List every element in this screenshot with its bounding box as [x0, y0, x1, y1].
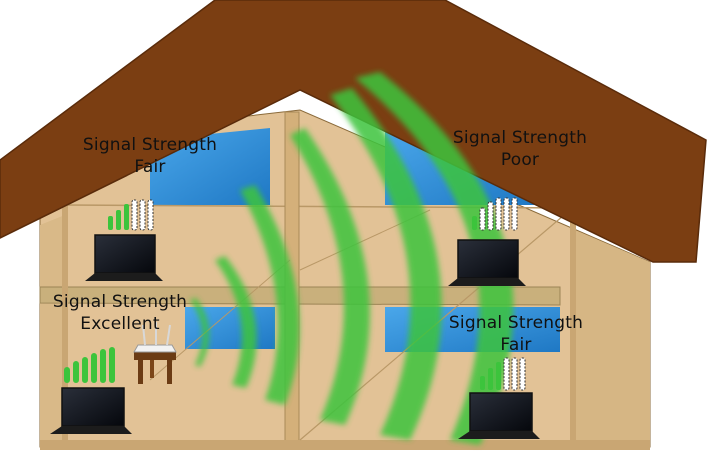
label-strength: Excellent [80, 314, 160, 334]
roof [0, 0, 707, 263]
left-post [62, 205, 68, 440]
right-post [570, 208, 576, 440]
laptop-icon [85, 234, 163, 281]
signal-bars-icon [472, 197, 518, 231]
laptop-icon [448, 239, 526, 286]
label-upper-right: Signal Strength Poor [440, 127, 600, 171]
interior-side-wall [575, 230, 650, 447]
label-title: Signal Strength [52, 292, 188, 312]
label-lower-right: Signal Strength Fair [436, 312, 596, 356]
label-title: Signal Strength [82, 135, 218, 155]
signal-bars-icon [480, 357, 526, 391]
label-strength: Fair [500, 335, 532, 355]
label-upper-left: Signal Strength Fair [70, 134, 230, 178]
floor [40, 440, 650, 450]
interior-left-wall [40, 215, 65, 447]
signal-bars-icon [108, 199, 154, 231]
label-title: Signal Strength [452, 128, 588, 148]
router-icon [133, 322, 177, 384]
laptop-icon [50, 387, 132, 434]
label-strength: Fair [134, 157, 166, 177]
laptop-icon [458, 392, 540, 439]
label-title: Signal Strength [448, 313, 584, 333]
label-strength: Poor [500, 150, 540, 170]
label-lower-left: Signal Strength Excellent [40, 291, 200, 335]
signal-bars-icon [64, 347, 115, 383]
